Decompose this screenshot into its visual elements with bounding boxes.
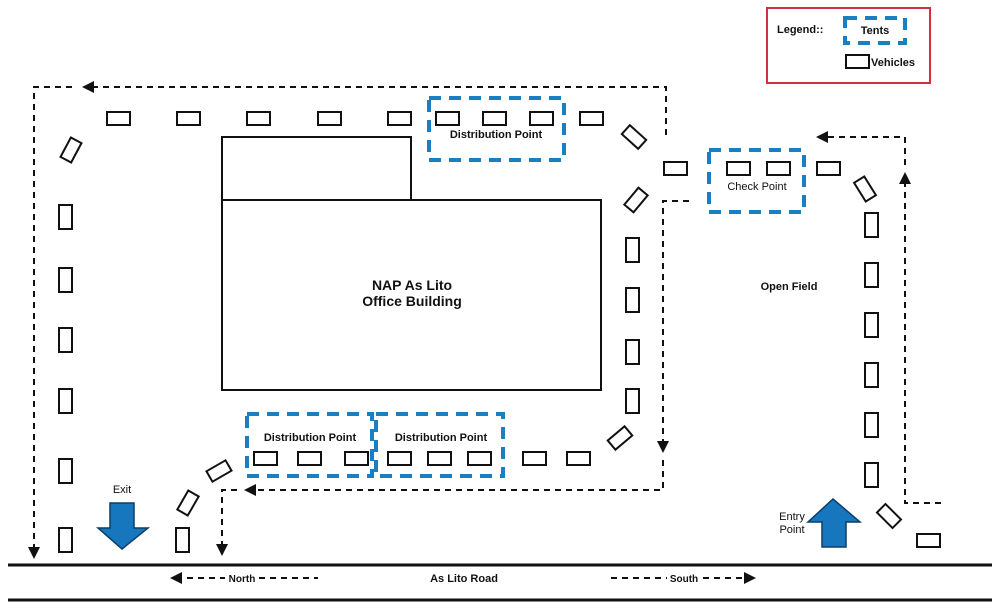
vehicle — [205, 458, 233, 484]
legend: Legend:: Tents Vehicles — [766, 7, 931, 84]
tent-distribution-north: Distribution Point — [427, 96, 566, 162]
vehicle — [864, 362, 879, 388]
south-label: South — [670, 574, 698, 585]
vehicle — [916, 533, 941, 548]
vehicle — [864, 212, 879, 238]
vehicle — [317, 111, 342, 126]
vehicle — [246, 111, 271, 126]
building-annex — [221, 136, 412, 201]
legend-box — [766, 7, 931, 84]
vehicle — [435, 111, 460, 126]
vehicle — [625, 339, 640, 365]
tent-outline — [245, 412, 374, 478]
tent-label: Distribution Point — [450, 129, 543, 141]
vehicle — [297, 451, 322, 466]
tent-label: Distribution Point — [395, 432, 488, 444]
flow-path-left-exit — [28, 86, 72, 559]
vehicle — [606, 424, 634, 452]
vehicle — [175, 489, 201, 517]
entry-arrow-icon — [806, 497, 863, 548]
vehicle — [620, 123, 648, 151]
building-main — [221, 199, 602, 391]
tent-outline — [707, 148, 806, 214]
vehicle — [58, 458, 73, 484]
flow-path-entry-up — [899, 172, 941, 504]
vehicle — [726, 161, 751, 176]
vehicle — [344, 451, 369, 466]
legend-tent-label: Tents — [861, 25, 890, 37]
legend-tent-symbol — [843, 16, 907, 45]
vehicle — [387, 111, 412, 126]
vehicle — [253, 451, 278, 466]
north-label: North — [229, 574, 256, 585]
vehicle — [387, 451, 412, 466]
vehicle — [106, 111, 131, 126]
vehicle — [59, 136, 83, 164]
vehicle — [58, 527, 73, 553]
vehicle — [852, 175, 878, 203]
flow-path-entry-left — [816, 131, 906, 165]
road: North As Lito Road South — [8, 563, 992, 602]
vehicle — [864, 262, 879, 288]
vehicle — [58, 388, 73, 414]
vehicle — [482, 111, 507, 126]
legend-vehicle-symbol — [845, 54, 870, 69]
vehicle — [766, 161, 791, 176]
tent-label: Check Point — [727, 181, 786, 193]
vehicle — [566, 451, 591, 466]
legend-title: Legend:: — [777, 24, 823, 36]
vehicle — [625, 287, 640, 313]
vehicle — [579, 111, 604, 126]
vehicle — [467, 451, 492, 466]
tent-label: Distribution Point — [264, 432, 357, 444]
vehicle — [625, 388, 640, 414]
vehicle — [864, 412, 879, 438]
vehicle — [529, 111, 554, 126]
vehicle — [875, 502, 903, 530]
office-building: NAP As Lito Office Building — [221, 136, 602, 391]
exit-label: Exit — [113, 484, 131, 496]
flow-path-east-down — [657, 200, 689, 453]
vehicle — [816, 161, 841, 176]
vehicle — [522, 451, 547, 466]
vehicles — [58, 111, 941, 553]
tent-check-point: Check Point — [707, 148, 806, 214]
entry-point-label-line2: Point — [779, 524, 804, 536]
vehicle — [427, 451, 452, 466]
tent-outline — [374, 412, 505, 478]
tent-outline — [427, 96, 566, 162]
vehicle — [58, 204, 73, 230]
tent-distribution-south-left: Distribution Point — [245, 412, 374, 478]
vehicle — [864, 312, 879, 338]
legend-vehicle-label: Vehicles — [871, 57, 915, 69]
vehicle — [58, 327, 73, 353]
vehicle — [625, 237, 640, 263]
open-field-label: Open Field — [761, 281, 818, 293]
building-label-line1: NAP As Lito — [372, 277, 452, 293]
vehicle — [176, 111, 201, 126]
building-label-line2: Office Building — [362, 293, 462, 309]
vehicle — [864, 462, 879, 488]
flow-path-top — [82, 81, 667, 135]
vehicle — [663, 161, 688, 176]
vehicle — [175, 527, 190, 553]
exit-arrow-icon — [96, 502, 151, 550]
traffic-flow-paths — [28, 81, 941, 559]
tent-distribution-south-right: Distribution Point — [374, 412, 505, 478]
road-name-label: As Lito Road — [430, 573, 498, 585]
vehicle — [58, 267, 73, 293]
vehicle — [622, 186, 650, 214]
flow-path-south-exit — [216, 489, 237, 556]
entry-point-label-line1: Entry — [779, 511, 805, 523]
